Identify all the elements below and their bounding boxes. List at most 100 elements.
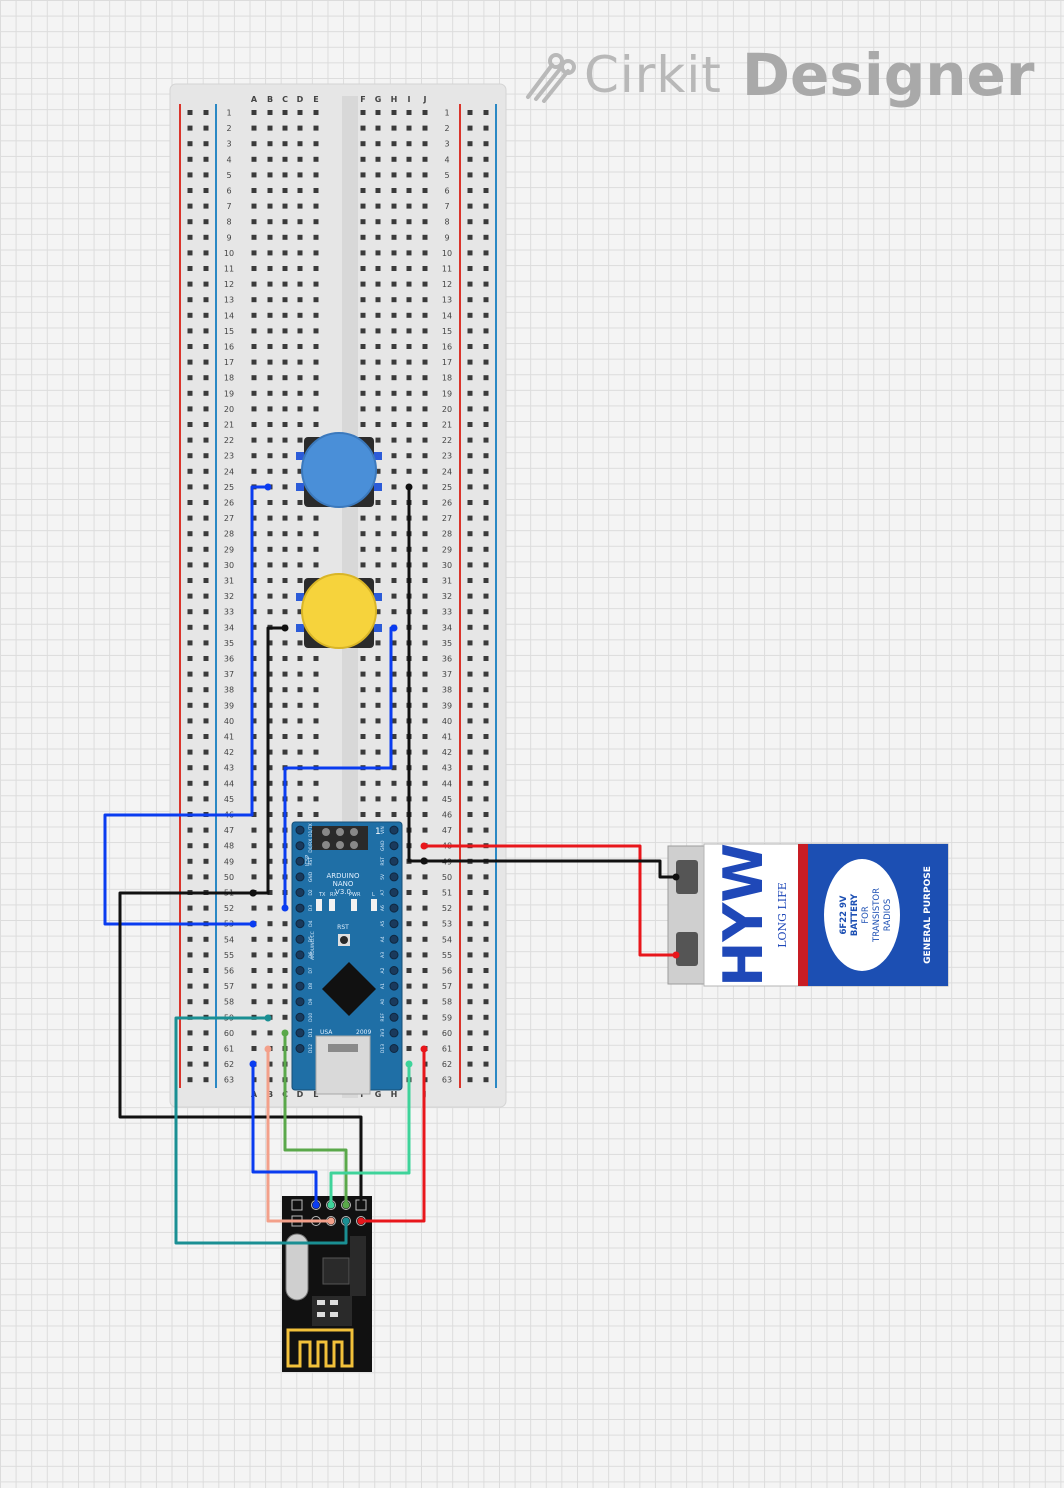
rail-hole[interactable]: [187, 110, 193, 115]
wire-endpoint[interactable]: [281, 904, 289, 912]
rail-hole[interactable]: [467, 188, 473, 193]
breadboard-hole[interactable]: [282, 578, 288, 583]
breadboard-hole[interactable]: [375, 110, 381, 115]
breadboard-hole[interactable]: [375, 266, 381, 271]
breadboard-hole[interactable]: [313, 234, 319, 240]
pushbutton-blue[interactable]: [296, 432, 382, 508]
breadboard-hole[interactable]: [375, 578, 381, 583]
breadboard-hole[interactable]: [406, 219, 412, 225]
breadboard-hole[interactable]: [297, 671, 303, 677]
breadboard-hole[interactable]: [251, 203, 257, 209]
breadboard-hole[interactable]: [422, 671, 428, 677]
rail-hole[interactable]: [483, 156, 489, 162]
breadboard-hole[interactable]: [251, 546, 257, 552]
breadboard-hole[interactable]: [391, 812, 397, 817]
nrf-pin[interactable]: [291, 1199, 303, 1211]
breadboard-hole[interactable]: [406, 156, 412, 162]
breadboard-hole[interactable]: [375, 656, 381, 661]
rail-hole[interactable]: [483, 141, 489, 147]
breadboard-hole[interactable]: [406, 936, 412, 942]
breadboard-hole[interactable]: [422, 921, 428, 927]
breadboard-hole[interactable]: [297, 110, 303, 115]
rail-hole[interactable]: [483, 406, 489, 412]
rail-hole[interactable]: [187, 281, 193, 287]
arduino-pin[interactable]: [389, 841, 399, 851]
breadboard-hole[interactable]: [251, 968, 257, 973]
wire-endpoint[interactable]: [420, 842, 428, 850]
rail-hole[interactable]: [203, 390, 209, 396]
breadboard-hole[interactable]: [251, 375, 257, 381]
breadboard-hole[interactable]: [251, 843, 257, 849]
breadboard-hole[interactable]: [391, 562, 397, 568]
breadboard-hole[interactable]: [422, 1030, 428, 1036]
breadboard-hole[interactable]: [422, 812, 428, 817]
rail-hole[interactable]: [467, 1077, 473, 1083]
breadboard-hole[interactable]: [282, 983, 288, 989]
rail-hole[interactable]: [187, 531, 193, 537]
breadboard-hole[interactable]: [360, 390, 366, 396]
arduino-pin[interactable]: [389, 1012, 399, 1022]
rail-hole[interactable]: [483, 734, 489, 739]
breadboard-hole[interactable]: [297, 468, 303, 474]
breadboard-hole[interactable]: [391, 578, 397, 583]
rail-hole[interactable]: [203, 593, 209, 599]
breadboard-hole[interactable]: [313, 375, 319, 381]
rail-hole[interactable]: [483, 188, 489, 193]
rail-hole[interactable]: [187, 125, 193, 131]
rail-hole[interactable]: [203, 312, 209, 318]
breadboard-hole[interactable]: [422, 734, 428, 739]
breadboard-hole[interactable]: [422, 500, 428, 505]
rail-hole[interactable]: [203, 172, 209, 178]
breadboard-hole[interactable]: [375, 297, 381, 303]
breadboard-hole[interactable]: [282, 515, 288, 521]
breadboard-hole[interactable]: [267, 546, 273, 552]
breadboard-hole[interactable]: [391, 687, 397, 693]
rail-hole[interactable]: [467, 671, 473, 677]
breadboard-hole[interactable]: [297, 188, 303, 193]
breadboard-hole[interactable]: [251, 266, 257, 271]
breadboard-hole[interactable]: [297, 250, 303, 256]
breadboard-hole[interactable]: [406, 983, 412, 989]
arduino-pin[interactable]: [295, 903, 305, 913]
rail-hole[interactable]: [203, 702, 209, 708]
breadboard-hole[interactable]: [267, 156, 273, 162]
wire-endpoint[interactable]: [342, 1217, 350, 1225]
breadboard-hole[interactable]: [267, 578, 273, 583]
rail-hole[interactable]: [467, 1061, 473, 1067]
breadboard-hole[interactable]: [406, 375, 412, 381]
breadboard-hole[interactable]: [422, 344, 428, 349]
rail-hole[interactable]: [483, 999, 489, 1005]
rail-hole[interactable]: [203, 453, 209, 459]
breadboard-hole[interactable]: [406, 905, 412, 911]
rail-hole[interactable]: [483, 983, 489, 989]
breadboard-hole[interactable]: [391, 749, 397, 755]
pushbutton-blue-cap[interactable]: [301, 432, 377, 508]
breadboard-hole[interactable]: [251, 188, 257, 193]
wire-endpoint[interactable]: [249, 1060, 257, 1068]
rail-hole[interactable]: [203, 858, 209, 864]
breadboard-hole[interactable]: [406, 110, 412, 115]
breadboard-hole[interactable]: [313, 702, 319, 708]
rail-hole[interactable]: [187, 843, 193, 849]
rail-hole[interactable]: [203, 266, 209, 271]
rail-hole[interactable]: [203, 437, 209, 443]
rail-hole[interactable]: [483, 968, 489, 973]
breadboard-hole[interactable]: [360, 110, 366, 115]
rail-hole[interactable]: [203, 640, 209, 646]
rail-hole[interactable]: [467, 734, 473, 739]
rail-hole[interactable]: [187, 749, 193, 755]
rail-hole[interactable]: [467, 234, 473, 240]
rail-hole[interactable]: [467, 593, 473, 599]
breadboard-hole[interactable]: [297, 281, 303, 287]
wire-black-button-2[interactable]: [253, 626, 285, 895]
rail-hole[interactable]: [467, 812, 473, 817]
breadboard-hole[interactable]: [422, 188, 428, 193]
rail-hole[interactable]: [483, 578, 489, 583]
breadboard-hole[interactable]: [422, 203, 428, 209]
arduino-pin[interactable]: [295, 841, 305, 851]
rail-hole[interactable]: [483, 687, 489, 693]
wire-salmon-nrf[interactable]: [266, 1049, 331, 1223]
breadboard-hole[interactable]: [375, 749, 381, 755]
breadboard-hole[interactable]: [267, 609, 273, 615]
